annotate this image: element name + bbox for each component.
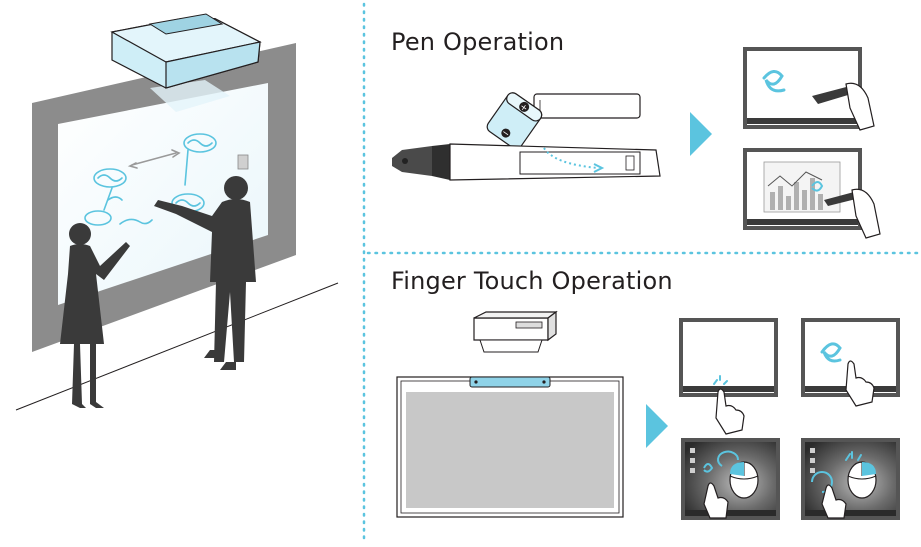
whiteboard: [396, 376, 624, 518]
projector-icon: [100, 0, 262, 89]
projector-icon: [473, 310, 558, 353]
screen-drawings: [84, 133, 217, 226]
svg-text:+: +: [517, 102, 529, 115]
arrow-icon: [690, 112, 712, 156]
person-icon: [154, 176, 256, 370]
finger-screen-mouse-right: [801, 438, 900, 520]
projector-beam: [150, 80, 230, 112]
pen-icon: [392, 143, 661, 181]
arrow-icon: [646, 404, 668, 448]
pen-operation: + −: [392, 47, 881, 239]
hand-icon: [715, 388, 745, 435]
finger-operation: [396, 310, 900, 520]
mouse-icon: [847, 461, 877, 499]
finger-screen-mouse-left: [681, 438, 780, 520]
finger-screen-draw: [801, 318, 900, 407]
room-scene: [15, 0, 339, 411]
finger-screen-tap: [679, 318, 778, 435]
hand-icon: [703, 482, 729, 519]
floor-line: [15, 282, 339, 411]
hand-icon: [821, 484, 847, 519]
svg-text:−: −: [499, 128, 511, 141]
battery-cover: [533, 93, 641, 119]
battery-icon: + −: [486, 92, 543, 150]
pen-operation-title: Pen Operation: [391, 28, 565, 56]
wall-socket: [237, 154, 249, 170]
pen-screen-drawing: [743, 47, 875, 131]
person-icon: [60, 223, 130, 408]
hand-icon: [812, 82, 875, 131]
hand-icon: [824, 188, 881, 239]
mouse-icon: [729, 461, 759, 499]
pen-screen-chart: [743, 148, 881, 239]
finger-touch-operation-title: Finger Touch Operation: [391, 267, 673, 295]
touch-unit: [469, 376, 551, 388]
hand-icon: [845, 360, 875, 407]
